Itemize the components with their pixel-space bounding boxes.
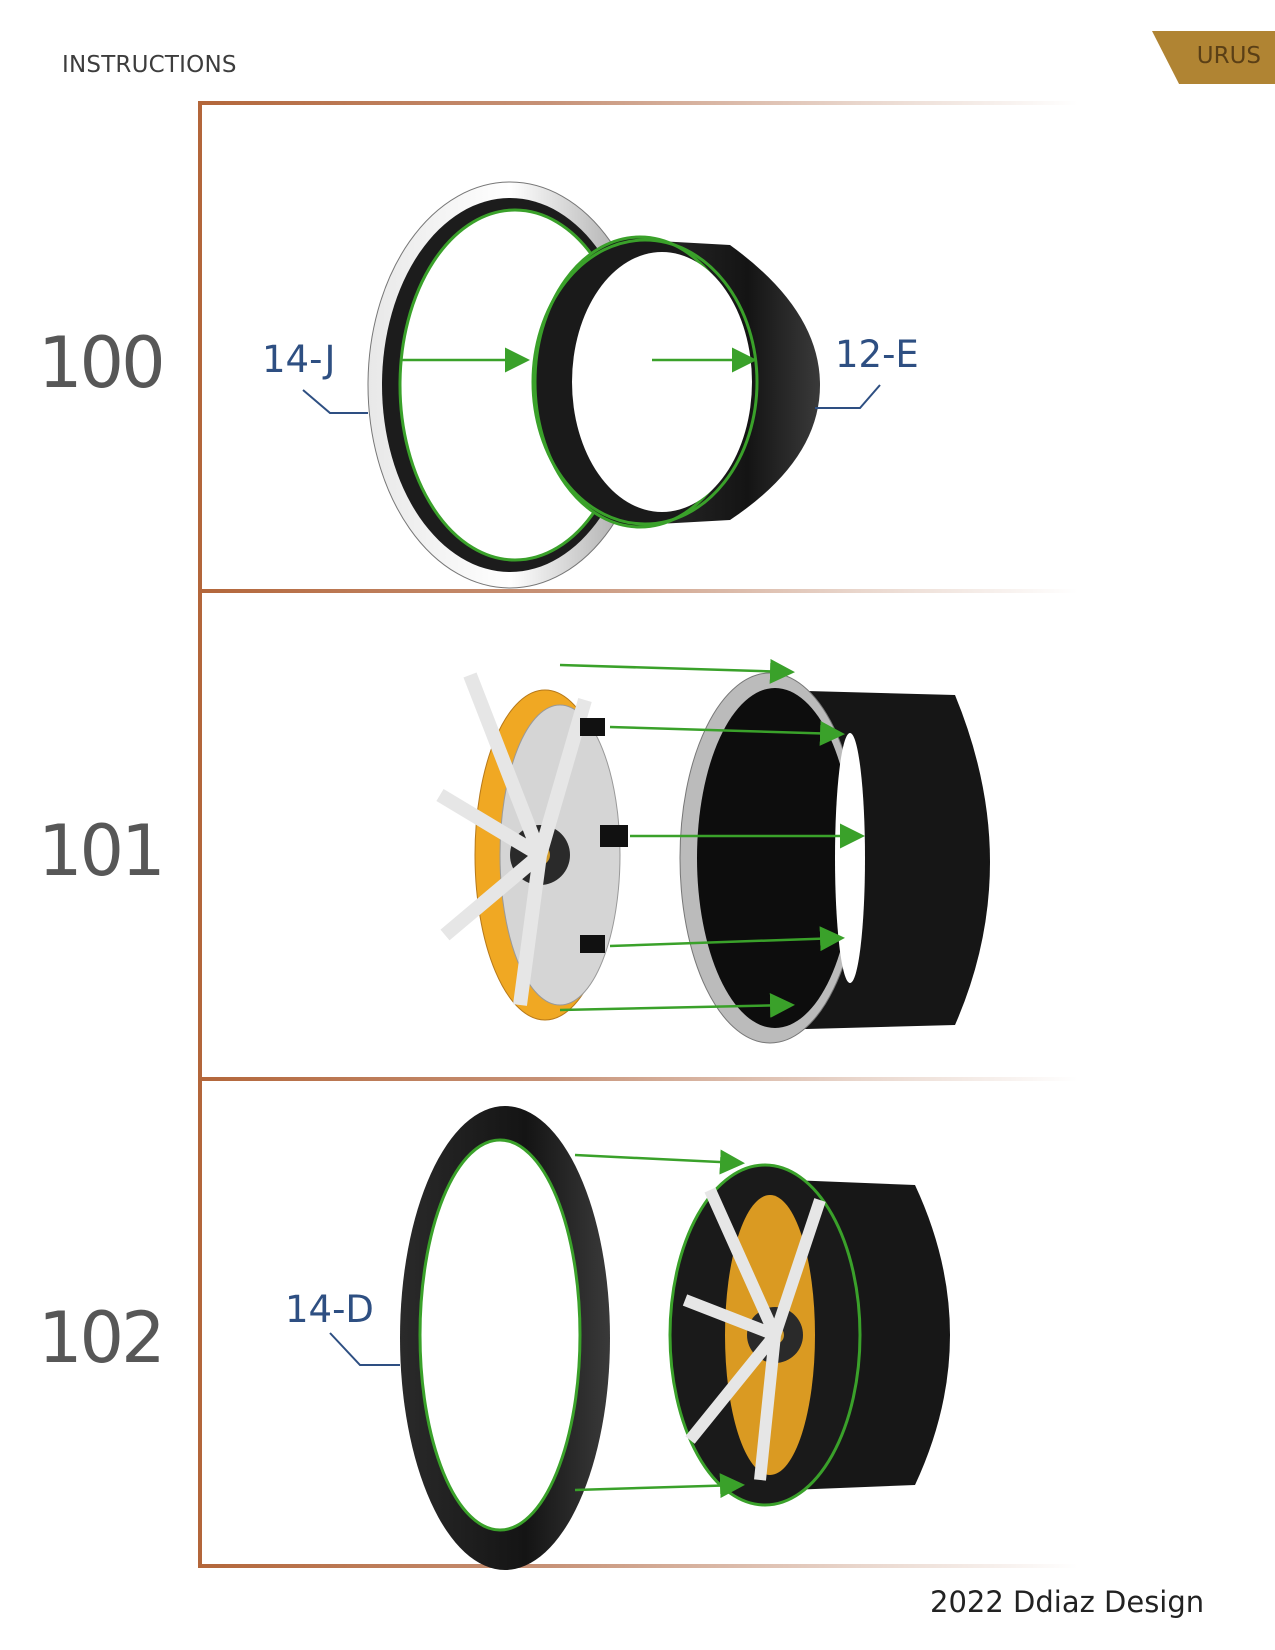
arrow-icon [574, 1149, 745, 1175]
leader-line-14-d [329, 1332, 400, 1366]
frame-left-border [198, 101, 202, 1568]
arrow-icon [609, 926, 845, 952]
arrow-icon [559, 992, 795, 1018]
page-title: INSTRUCTIONS [62, 52, 237, 78]
step-number-102: 102 [38, 1297, 166, 1379]
tire-14-d-icon [400, 1106, 610, 1570]
arrow-icon [609, 720, 845, 746]
arrow-icon [559, 658, 795, 684]
step-divider-2 [198, 1077, 1078, 1081]
leader-line-12-e [815, 384, 881, 409]
step-number-101: 101 [38, 810, 166, 892]
frame-top-divider [198, 101, 1078, 105]
cylinder-12-e-icon [531, 235, 820, 529]
model-badge-label: URUS [1196, 43, 1261, 69]
step-100-diagram [302, 181, 881, 589]
arrow-icon [574, 1473, 745, 1499]
step-divider-1 [198, 589, 1078, 593]
part-label-14-j: 14-J [262, 338, 336, 381]
step-101-diagram [436, 658, 990, 1044]
step-102-diagram [329, 1106, 950, 1570]
frame-bottom-divider [198, 1564, 1078, 1568]
barrel-12-e-icon [679, 672, 990, 1044]
assembled-wheel-icon [668, 1163, 950, 1507]
part-label-12-e: 12-E [835, 333, 919, 376]
step-number-100: 100 [38, 322, 166, 404]
wheel-hub-icon [436, 672, 628, 1021]
footer-credit: 2022 Ddiaz Design [930, 1585, 1205, 1619]
part-label-14-d: 14-D [285, 1288, 374, 1331]
leader-line-14-j [302, 389, 368, 414]
